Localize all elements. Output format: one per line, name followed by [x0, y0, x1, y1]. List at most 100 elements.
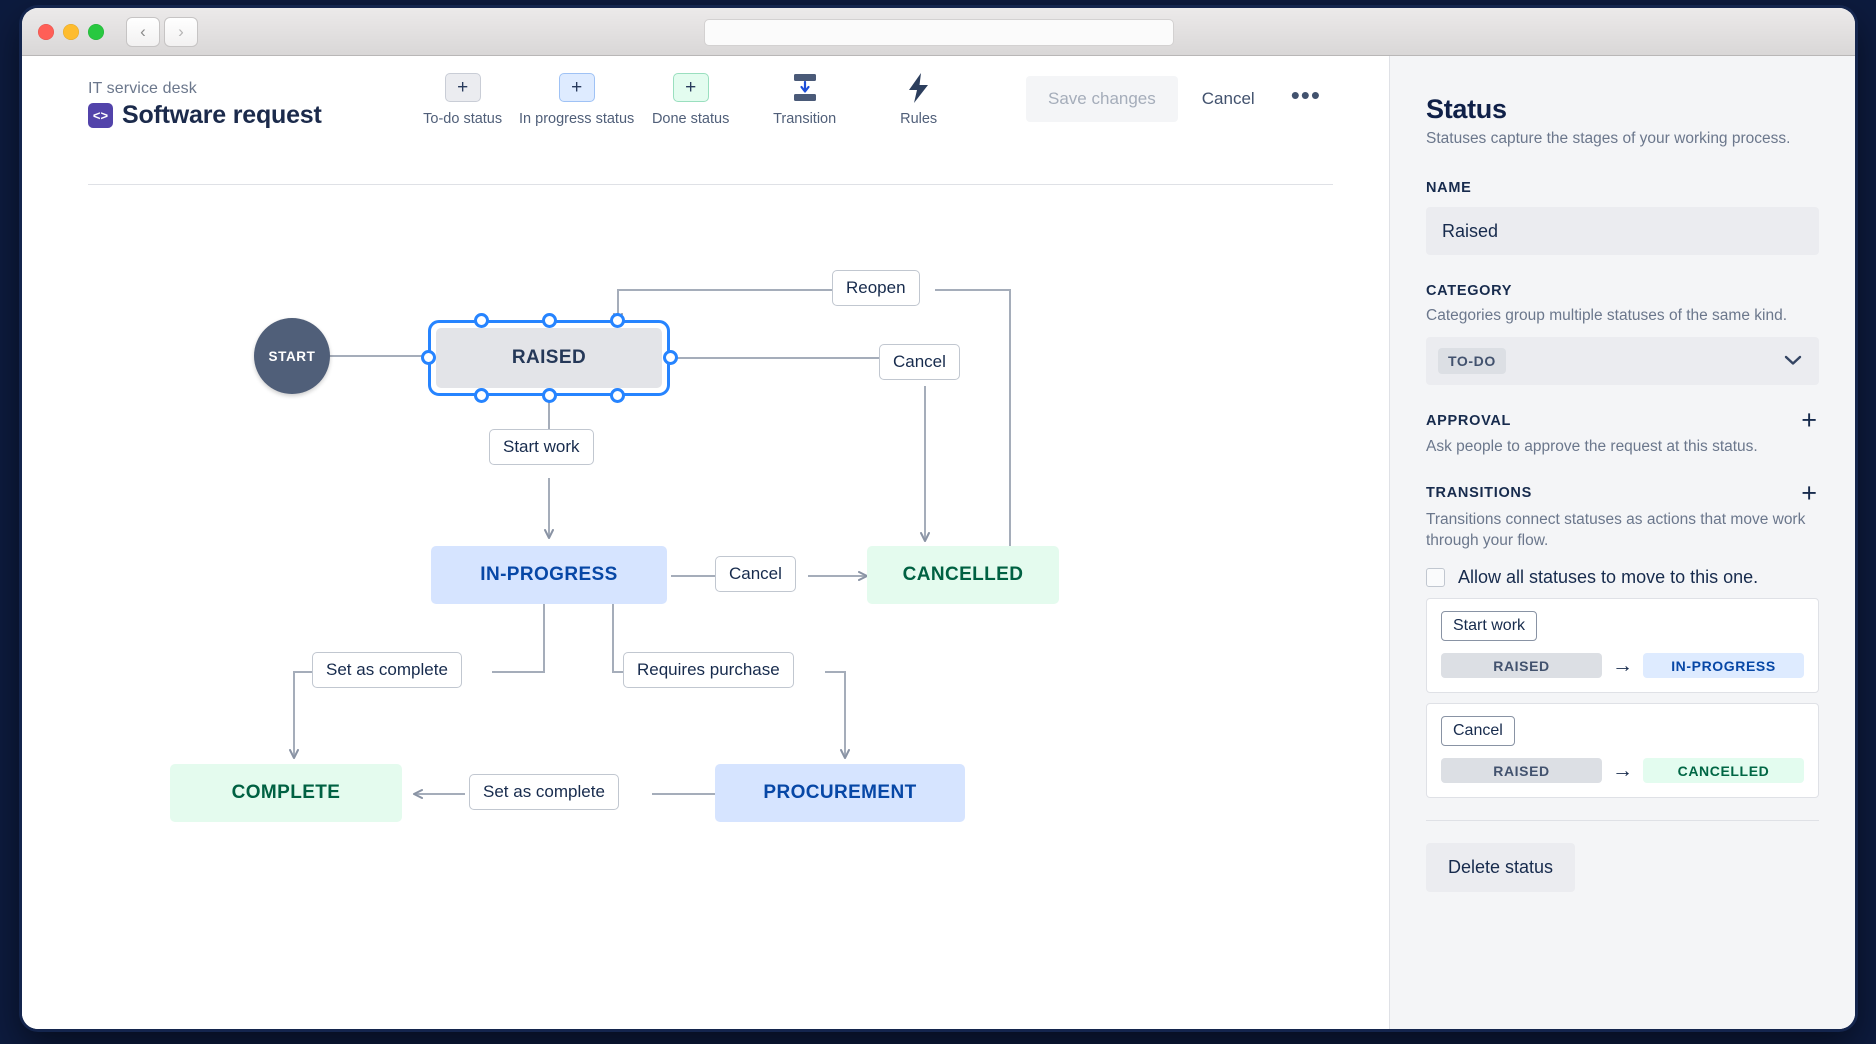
transition-card[interactable]: Cancel RAISED → CANCELLED: [1426, 703, 1819, 799]
status-node-procurement[interactable]: PROCUREMENT: [715, 764, 965, 822]
transition-label-cancel-inprogress[interactable]: Cancel: [715, 556, 796, 592]
tool-label: Transition: [773, 111, 837, 127]
window-titlebar: ‹ ›: [22, 8, 1855, 56]
transition-flow: RAISED → CANCELLED: [1441, 758, 1804, 784]
tool-label: In progress status: [519, 111, 635, 127]
status-node-label: COMPLETE: [231, 782, 341, 803]
transition-flow: RAISED → IN-PROGRESS: [1441, 653, 1804, 679]
tool-label: Done status: [651, 111, 730, 127]
tool-add-done-status[interactable]: + Done status: [634, 73, 748, 127]
status-node-label: IN-PROGRESS: [480, 564, 618, 585]
status-node-cancelled[interactable]: CANCELLED: [867, 546, 1059, 604]
chevron-down-icon: [1783, 353, 1803, 370]
resize-handle-n2[interactable]: [542, 313, 557, 328]
approval-section-label: APPROVAL: [1426, 412, 1512, 429]
browser-window: ‹ › IT service desk <> Software request …: [22, 8, 1855, 1029]
tool-add-inprogress-status[interactable]: + In progress status: [519, 73, 635, 127]
toolbar-tools: + To-do status + In progress status + Do…: [406, 72, 976, 127]
category-section-label: CATEGORY: [1426, 283, 1513, 299]
status-node-label: PROCUREMENT: [763, 782, 917, 803]
transition-label-cancel-raised[interactable]: Cancel: [879, 344, 960, 380]
arrow-right-icon: →: [1612, 759, 1633, 783]
tool-add-transition[interactable]: Transition: [748, 73, 862, 127]
transition-card[interactable]: Start work RAISED → IN-PROGRESS: [1426, 598, 1819, 694]
approval-description: Ask people to approve the request at thi…: [1426, 438, 1758, 456]
status-name-value: Raised: [1442, 220, 1499, 241]
start-node[interactable]: START: [254, 318, 330, 394]
allow-all-statuses-checkbox[interactable]: [1426, 568, 1445, 588]
plus-icon: +: [672, 73, 709, 102]
toolbar-actions: Save changes Cancel •••: [1026, 76, 1333, 122]
transitions-section-label: TRANSITIONS: [1426, 485, 1532, 502]
resize-handle-w[interactable]: [421, 350, 436, 365]
resize-handle-s1[interactable]: [474, 388, 489, 403]
status-details-panel: Status Statuses capture the stages of yo…: [1389, 56, 1855, 1029]
transition-icon: [788, 73, 822, 102]
close-window-button[interactable]: [38, 23, 54, 40]
code-icon: <>: [88, 103, 113, 128]
category-badge: TO-DO: [1438, 348, 1506, 375]
minimize-window-button[interactable]: [63, 23, 79, 40]
nav-buttons: ‹ ›: [126, 16, 198, 47]
title-block: IT service desk <> Software request: [88, 80, 322, 130]
tool-add-todo-status[interactable]: + To-do status: [406, 73, 520, 127]
delete-status-button[interactable]: Delete status: [1426, 843, 1576, 893]
transition-to-badge: CANCELLED: [1643, 758, 1804, 784]
resize-handle-e[interactable]: [663, 350, 678, 365]
category-description: Categories group multiple statuses of th…: [1426, 307, 1787, 324]
status-node-complete[interactable]: COMPLETE: [170, 764, 402, 822]
transition-from-badge: RAISED: [1441, 758, 1602, 784]
zoom-window-button[interactable]: [88, 23, 104, 40]
editor-toolbar: IT service desk <> Software request + To…: [22, 56, 1389, 158]
tool-rules[interactable]: Rules: [862, 72, 976, 127]
transitions-description: Transitions connect statuses as actions …: [1426, 510, 1806, 549]
plus-icon: +: [558, 73, 595, 102]
category-select[interactable]: TO-DO: [1426, 337, 1819, 386]
page-title-text: Software request: [122, 101, 322, 129]
resize-handle-n3[interactable]: [610, 313, 625, 328]
transition-name[interactable]: Cancel: [1441, 716, 1515, 747]
approval-section-header: APPROVAL +: [1426, 405, 1819, 436]
panel-subtitle: Statuses capture the stages of your work…: [1426, 130, 1791, 147]
status-node-raised[interactable]: RAISED: [436, 328, 662, 388]
forward-icon[interactable]: ›: [164, 16, 198, 47]
arrow-right-icon: →: [1612, 654, 1633, 678]
resize-handle-n1[interactable]: [474, 313, 489, 328]
resize-handle-s2[interactable]: [542, 388, 557, 403]
traffic-lights: [38, 23, 104, 40]
plus-icon: +: [444, 73, 481, 102]
toolbar-divider: [88, 184, 1333, 185]
transition-label-reopen[interactable]: Reopen: [832, 270, 920, 306]
app-body: IT service desk <> Software request + To…: [22, 56, 1855, 1029]
name-section-label: NAME: [1426, 180, 1472, 196]
transition-label-set-as-complete-1[interactable]: Set as complete: [312, 652, 462, 688]
add-approval-button[interactable]: +: [1801, 405, 1817, 436]
resize-handle-s3[interactable]: [610, 388, 625, 403]
rules-lightning-icon: [906, 72, 932, 103]
save-changes-button[interactable]: Save changes: [1026, 76, 1178, 122]
more-options-icon[interactable]: •••: [1279, 78, 1333, 120]
transition-label-set-as-complete-2[interactable]: Set as complete: [469, 774, 619, 810]
workflow-edges: [289, 289, 1011, 799]
transition-label-requires-purchase[interactable]: Requires purchase: [623, 652, 794, 688]
start-label: START: [268, 348, 316, 364]
status-name-input[interactable]: Raised: [1426, 207, 1819, 255]
tool-label: To-do status: [423, 111, 503, 127]
workflow-editor: IT service desk <> Software request + To…: [22, 56, 1389, 1029]
cancel-button[interactable]: Cancel: [1186, 76, 1271, 122]
breadcrumb[interactable]: IT service desk: [88, 80, 197, 97]
transition-label-start-work[interactable]: Start work: [489, 429, 594, 465]
panel-divider: [1426, 820, 1819, 822]
add-transition-button[interactable]: +: [1801, 477, 1817, 508]
status-node-in-progress[interactable]: IN-PROGRESS: [431, 546, 667, 604]
address-bar-input[interactable]: [703, 19, 1174, 46]
allow-all-statuses-label: Allow all statuses to move to this one.: [1458, 567, 1759, 588]
status-node-label: CANCELLED: [902, 564, 1024, 585]
transition-to-badge: IN-PROGRESS: [1643, 653, 1804, 679]
allow-all-statuses-row[interactable]: Allow all statuses to move to this one.: [1426, 567, 1819, 588]
transitions-section-header: TRANSITIONS +: [1426, 477, 1819, 508]
transition-name[interactable]: Start work: [1441, 611, 1538, 642]
page-title: <> Software request: [88, 101, 322, 130]
back-icon[interactable]: ‹: [126, 16, 160, 47]
workflow-canvas[interactable]: START RAISED IN-PROGRESS: [22, 186, 1389, 1029]
